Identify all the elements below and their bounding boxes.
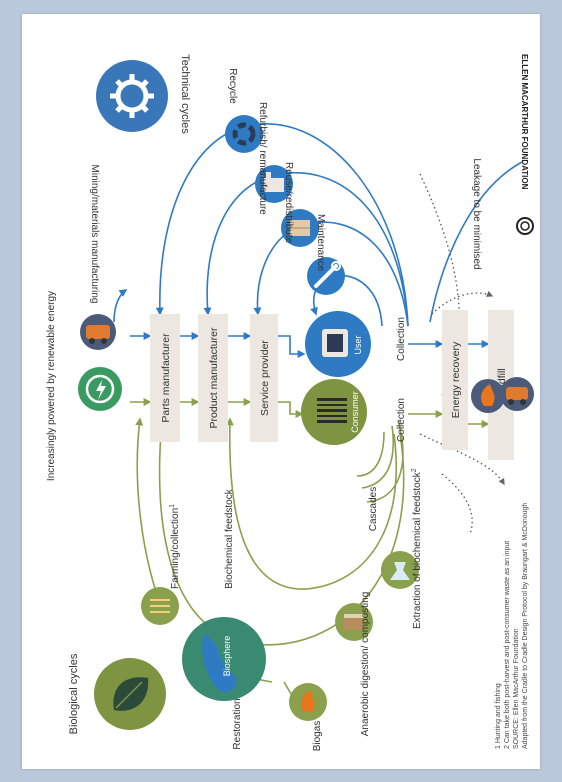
- footnote-4: Adapted from the Cradle to Cradle Design…: [522, 503, 529, 749]
- landfill-truck-icon: [500, 377, 534, 411]
- biological-cycles-leaf-icon: [94, 658, 166, 730]
- refurbish-label: Refurbish/ remanufacture: [257, 102, 268, 215]
- user-label: User: [353, 335, 363, 354]
- biological-flow-arrows: [130, 398, 490, 428]
- parts-manufacturer-box: Parts manufacturer: [150, 314, 180, 442]
- svg-text:Service provider: Service provider: [259, 340, 271, 416]
- anaerobic-label: Anaerobic digestion/ composting: [360, 592, 371, 737]
- energy-recovery-flame-icon: [471, 379, 505, 413]
- farming-label: Farming/collection1: [169, 504, 181, 589]
- diagram-page: Parts manufacturer Product manufacturer …: [22, 14, 540, 769]
- energy-recovery-box: Energy recovery: [442, 310, 468, 450]
- svg-text:Parts manufacturer: Parts manufacturer: [160, 333, 172, 423]
- recycle-circle: [225, 115, 263, 153]
- footnote-3: SOURCE: Ellen MacArthur Foundation: [513, 628, 520, 749]
- technical-cycles-title: Technical cycles: [179, 54, 191, 134]
- consumer-label: Consumer: [350, 391, 360, 433]
- maintenance-label: Maintenance: [315, 214, 326, 272]
- svg-text:Product manufacturer: Product manufacturer: [208, 327, 220, 428]
- extraction-label: Extraction of biochemical feedstock2: [411, 468, 423, 629]
- mining-icon: [80, 314, 116, 350]
- renewable-energy-icon: [78, 367, 122, 411]
- consumer-circle: Consumer: [301, 379, 367, 445]
- refurbish-circle: [255, 165, 293, 203]
- biogas-label: Biogas: [312, 721, 323, 752]
- recycle-label: Recycle: [227, 68, 238, 104]
- anaerobic-circle: [335, 603, 373, 641]
- biological-cycles-title: Biological cycles: [68, 653, 80, 734]
- reuse-circle: [281, 209, 319, 247]
- svg-text:Energy recovery: Energy recovery: [450, 341, 462, 418]
- circular-economy-diagram: Parts manufacturer Product manufacturer …: [46, 54, 534, 752]
- biological-collection-label: Collection: [396, 398, 407, 442]
- renewable-energy-label: Increasingly powered by renewable energy: [46, 291, 57, 481]
- product-manufacturer-box: Product manufacturer: [198, 314, 228, 442]
- biochemical-feedstock-label: Biochemical feedstock: [224, 488, 235, 588]
- biosphere-label: Biosphere: [222, 636, 232, 677]
- reuse-label: Reuse/redistribute: [283, 162, 294, 244]
- leakage-label: Leakage to be minimised: [471, 158, 482, 269]
- leakage-dotted-arcs: [419, 173, 505, 535]
- cascades-label: Cascades: [368, 487, 379, 531]
- technical-cycles-gear-icon: [96, 60, 168, 132]
- footnote-2: 2 Can take both post-harvest and post-co…: [504, 541, 511, 749]
- service-provider-box: Service provider: [250, 314, 278, 442]
- renewable-energy-text: Increasingly powered by renewable energy: [46, 291, 57, 481]
- biogas-circle: [289, 683, 327, 721]
- brand-name: ELLEN MACARTHUR FOUNDATION: [520, 54, 529, 190]
- technical-flow-arrows: [130, 332, 490, 358]
- extraction-circle: [381, 551, 419, 589]
- restoration-label: Restoration: [232, 698, 243, 749]
- maintenance-circle: [307, 257, 345, 295]
- mining-label: Mining/materials manufacturing: [89, 165, 100, 304]
- farming-circle: [141, 587, 179, 625]
- biosphere-circle: Biosphere: [182, 617, 266, 701]
- technical-collection-label: Collection: [396, 317, 407, 361]
- user-circle: User: [305, 311, 371, 377]
- footnote-1: 1 Hunting and fishing: [495, 683, 502, 749]
- ellen-macarthur-logo: [516, 217, 534, 235]
